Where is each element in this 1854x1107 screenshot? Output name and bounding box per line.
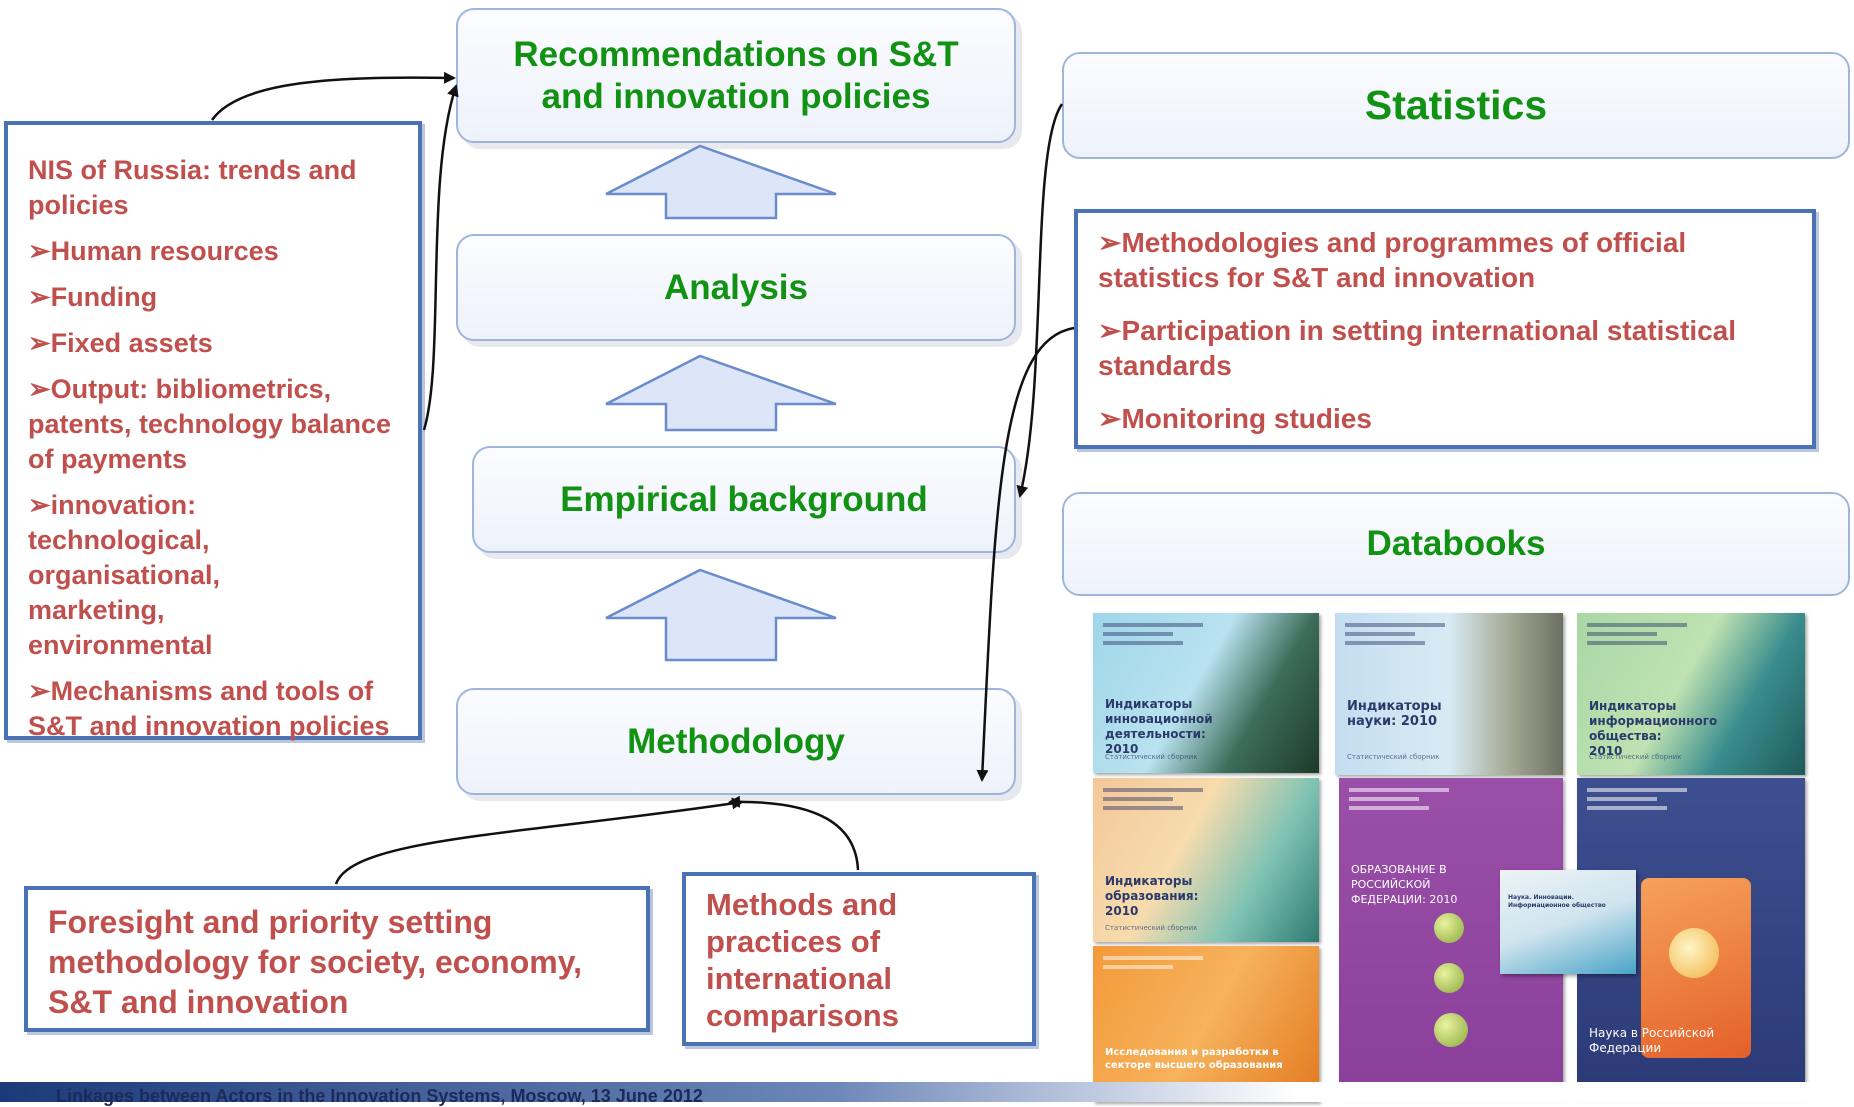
methods-panel: Methods and practices of international c… [682, 872, 1036, 1046]
nis-russia-panel: NIS of Russia: trends and policies ➢Huma… [4, 121, 422, 741]
analysis-box: Analysis [456, 234, 1016, 341]
list-item: ➢Fixed assets [28, 328, 213, 358]
list-item: ➢Monitoring studies [1098, 403, 1372, 434]
databooks-title: Databooks [1366, 524, 1546, 563]
connector-line [422, 84, 459, 431]
up-block-arrow [605, 568, 837, 662]
list-item: ➢Participation in setting international … [1098, 315, 1737, 381]
list-item: ➢Mechanisms and tools of S&T and innovat… [28, 676, 390, 741]
connector-line [1016, 103, 1064, 498]
list-item: ➢Output: bibliometrics, patents, technol… [28, 374, 392, 474]
list-item: ➢innovation: technological, organisation… [28, 490, 221, 660]
statistics-title: Statistics [1364, 81, 1548, 128]
statistics-box: Statistics [1062, 52, 1850, 159]
list-item: ➢Methodologies and programmes of officia… [1098, 227, 1687, 293]
list-item: ➢Human resources [28, 236, 279, 266]
foresight-panel: Foresight and priority setting methodolo… [24, 886, 650, 1032]
up-block-arrow [605, 144, 837, 220]
up-block-arrow [605, 354, 837, 432]
footer-text: Linkages between Actors in the Innovatio… [56, 1086, 703, 1106]
databook-cover: Исследования и разработки в секторе высш… [1093, 946, 1319, 1102]
databook-cover: Индикаторы образования: 2010 Статистичес… [1093, 778, 1319, 942]
methodology-box: Methodology [456, 688, 1016, 795]
connector-line [210, 71, 456, 121]
methods-text: Methods and practices of international c… [706, 887, 899, 1033]
databook-cover: Индикаторы инновационной деятельности: 2… [1093, 613, 1319, 773]
nis-heading: NIS of Russia: trends and policies [28, 155, 357, 220]
empirical-box: Empirical background [472, 446, 1016, 553]
recommendations-label: Recommendations on S&T and innovation po… [513, 34, 959, 116]
databook-cover: Индикаторы науки: 2010 Статистический сб… [1335, 613, 1563, 775]
methodology-label: Methodology [627, 721, 845, 761]
statistics-panel: ➢Methodologies and programmes of officia… [1074, 209, 1816, 449]
list-item: ➢Funding [28, 282, 158, 312]
connector-line [728, 795, 860, 871]
recommendations-box: Recommendations on S&T and innovation po… [456, 8, 1016, 143]
analysis-label: Analysis [664, 267, 808, 307]
databook-cover: Наука. Инновации. Информационное обществ… [1500, 870, 1636, 974]
empirical-label: Empirical background [560, 479, 928, 519]
footer-bar [0, 1082, 1854, 1102]
databook-cover: Индикаторы информационного общества: 201… [1577, 613, 1805, 775]
connector-line [334, 797, 744, 885]
databooks-box: Databooks [1062, 492, 1850, 596]
foresight-text: Foresight and priority setting methodolo… [48, 904, 582, 1020]
connector-line [976, 326, 1075, 782]
